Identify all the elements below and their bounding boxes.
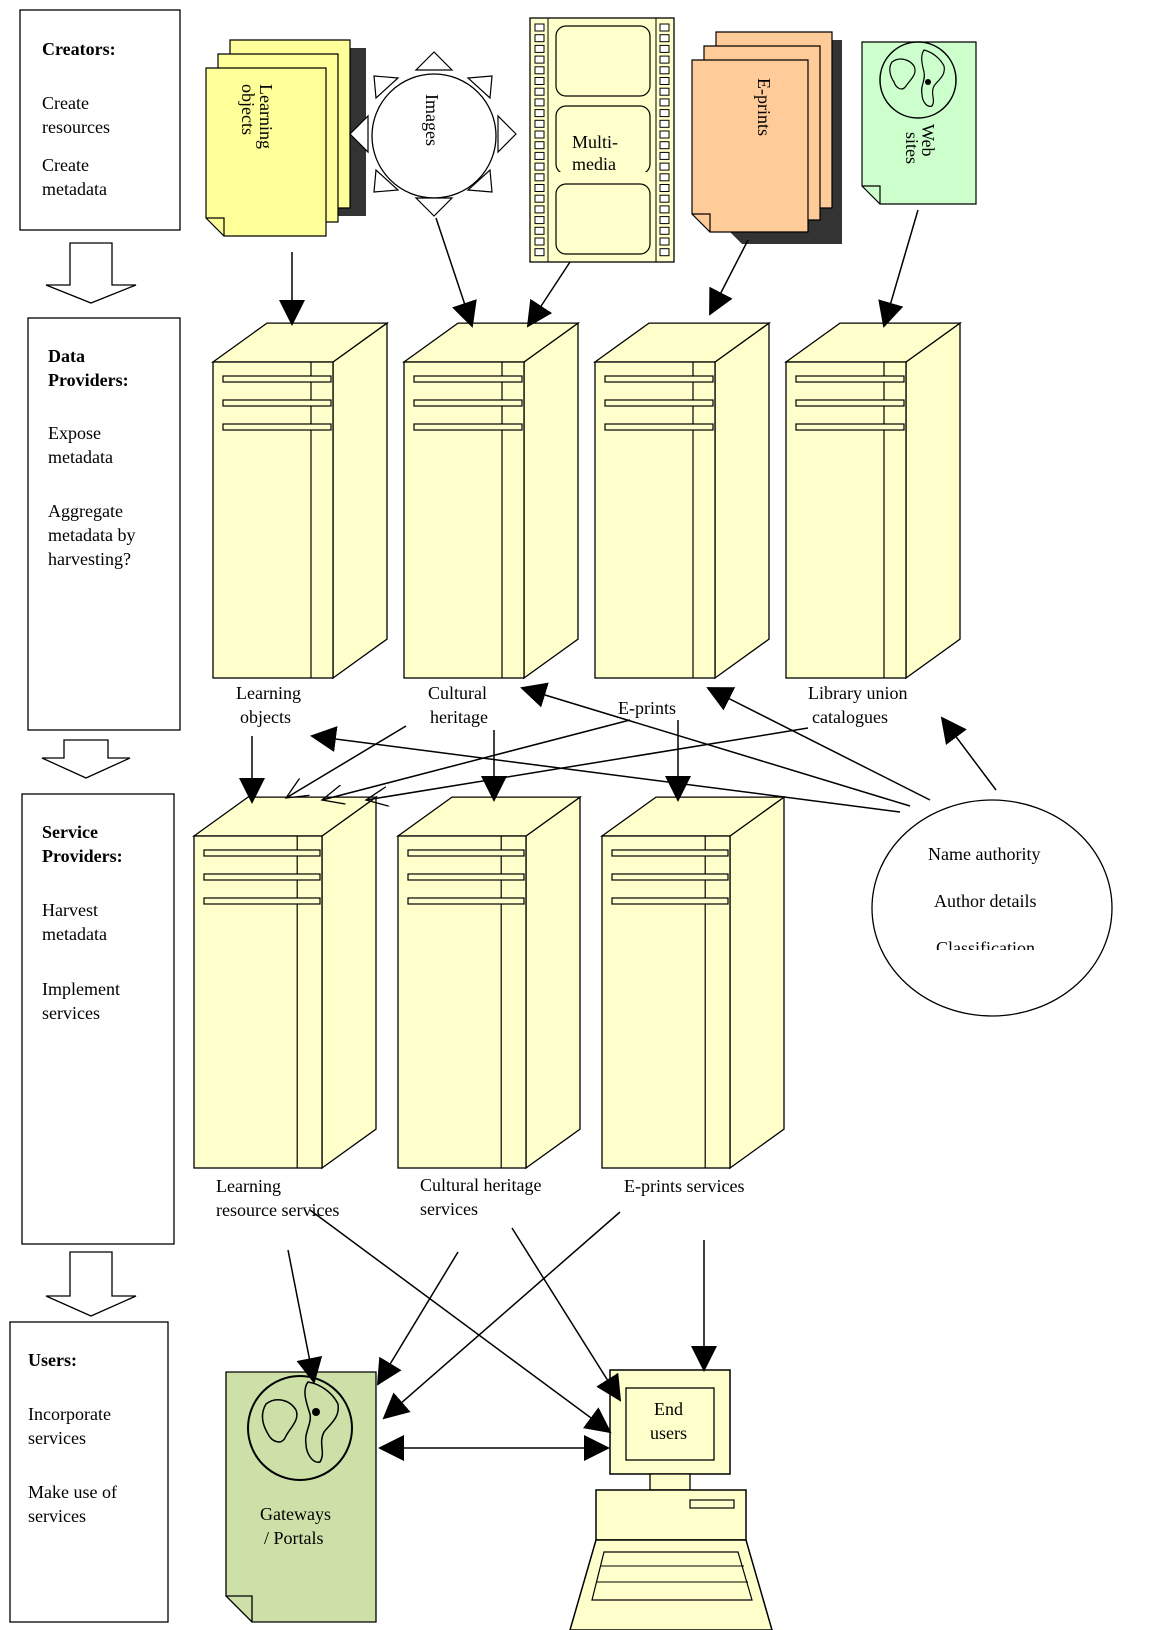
gateways-label-2: / Portals <box>264 1528 324 1548</box>
dp-label-cultural-1: Cultural <box>428 683 487 703</box>
arrow-cultural-to-learning-service <box>286 725 407 798</box>
dp-item-2-1: metadata by <box>48 525 135 545</box>
dp-item-1-0: Expose <box>48 423 101 443</box>
server-cultural-heritage <box>401 321 581 680</box>
globe-icon <box>879 41 957 119</box>
websites-document-icon: Web sites <box>861 41 977 205</box>
sp-item-1-0: Harvest <box>42 900 98 920</box>
learning-objects-label-1: Learning <box>256 84 276 149</box>
sp-label-eprints: E-prints services <box>624 1176 744 1196</box>
sp-title-line-1: Providers: <box>42 846 123 866</box>
authority-author: Author details <box>934 891 1036 911</box>
server-learning-resource-services <box>191 795 379 1170</box>
arrow-learning-service-to-end-users <box>309 1209 612 1434</box>
dp-item-2-0: Aggregate <box>48 501 123 521</box>
arrow-images-to-dp <box>435 217 477 328</box>
arrow-authority-to-learning-objects <box>310 726 901 813</box>
creators-item-1-1: resources <box>42 117 110 137</box>
multimedia-filmstrip-icon: Multi- media <box>529 17 675 263</box>
server-learning-objects <box>210 321 390 680</box>
service-provider-labels: Learning resource services Cultural heri… <box>216 1175 744 1220</box>
arrow-eprints-to-dp <box>709 239 749 316</box>
arrow-multimedia-to-dp <box>526 261 571 328</box>
images-label: Images <box>422 94 442 146</box>
eprints-document-icon: E-prints <box>691 31 842 244</box>
arrow-authority-to-eprints <box>706 687 931 801</box>
learning-objects-document-icon: Learning objects <box>205 39 366 237</box>
authority-name: Name authority <box>928 844 1040 864</box>
websites-label-1: Web <box>918 124 938 157</box>
data-provider-labels: Learning objects Cultural heritage E-pri… <box>236 683 907 727</box>
sp-label-cultural-1: Cultural heritage <box>420 1175 541 1195</box>
sp-item-1-1: metadata <box>42 924 107 944</box>
sp-label-cultural-2: services <box>420 1199 478 1219</box>
dp-label-library-1: Library union <box>808 683 907 703</box>
multimedia-label-1: Multi- <box>572 132 618 152</box>
arrow-eprints-service-to-gateways <box>382 1211 621 1420</box>
users-item-1-0: Incorporate <box>28 1404 111 1424</box>
server-eprints-services <box>599 795 787 1170</box>
users-title: Users: <box>28 1350 77 1370</box>
end-users-computer-icon: End users <box>569 1369 773 1630</box>
dp-title-line-0: Data <box>48 346 85 366</box>
sp-item-2-0: Implement <box>42 979 120 999</box>
globe-icon <box>247 1375 353 1481</box>
users-item-1-1: services <box>28 1428 86 1448</box>
end-users-label-2: users <box>650 1423 687 1443</box>
images-sun-icon: Images <box>349 51 517 217</box>
arrow-authority-to-cultural <box>520 682 911 807</box>
arrow-learning-service-to-gateways <box>287 1249 323 1384</box>
authority-services-ellipse: Name authority Author details Classifica… <box>871 799 1113 1017</box>
creators-item-1-0: Create <box>42 93 89 113</box>
dp-title-line-1: Providers: <box>48 370 129 390</box>
dp-label-learning-2: objects <box>240 707 291 727</box>
dp-label-cultural-2: heritage <box>430 707 488 727</box>
creators-item-2-0: Create <box>42 155 89 175</box>
arrow-cultural-service-to-gateways <box>376 1251 459 1386</box>
dp-label-learning-1: Learning <box>236 683 301 703</box>
dp-label-eprints: E-prints <box>618 698 676 718</box>
server-library-union-catalogues <box>783 321 963 680</box>
sp-label-learning-1: Learning <box>216 1176 281 1196</box>
end-users-label-1: End <box>654 1399 683 1419</box>
server-cultural-heritage-services <box>395 795 583 1170</box>
eprints-doc-label: E-prints <box>754 78 774 136</box>
creators-title: Creators: <box>42 39 116 59</box>
dp-label-library-2: catalogues <box>812 707 888 727</box>
server-eprints <box>592 321 772 680</box>
sp-title-line-0: Service <box>42 822 98 842</box>
users-item-2-1: services <box>28 1506 86 1526</box>
dp-item-2-2: harvesting? <box>48 549 131 569</box>
arrow-cultural-service-to-end-users <box>511 1227 622 1402</box>
users-item-2-0: Make use of <box>28 1482 117 1502</box>
flow-arrow-1 <box>45 242 137 304</box>
multimedia-label-2: media <box>572 154 616 174</box>
dp-item-1-1: metadata <box>48 447 113 467</box>
arrow-library-to-learning-service <box>366 727 809 800</box>
gateways-label-1: Gateways <box>260 1504 331 1524</box>
arrow-authority-to-library <box>940 716 997 791</box>
sp-item-2-1: services <box>42 1003 100 1023</box>
flow-arrow-3 <box>45 1251 137 1317</box>
connection-arrows <box>239 209 997 1461</box>
sp-label-learning-2: resource services <box>216 1200 339 1220</box>
creators-item-2-1: metadata <box>42 179 107 199</box>
arrow-eprints-to-learning-service <box>322 719 631 800</box>
arrow-websites-to-dp <box>878 209 919 328</box>
gateways-portals-document-icon: Gateways / Portals <box>225 1371 377 1623</box>
learning-objects-label-2: objects <box>238 84 258 135</box>
websites-label-2: sites <box>902 132 922 164</box>
flow-arrow-2 <box>41 739 131 779</box>
